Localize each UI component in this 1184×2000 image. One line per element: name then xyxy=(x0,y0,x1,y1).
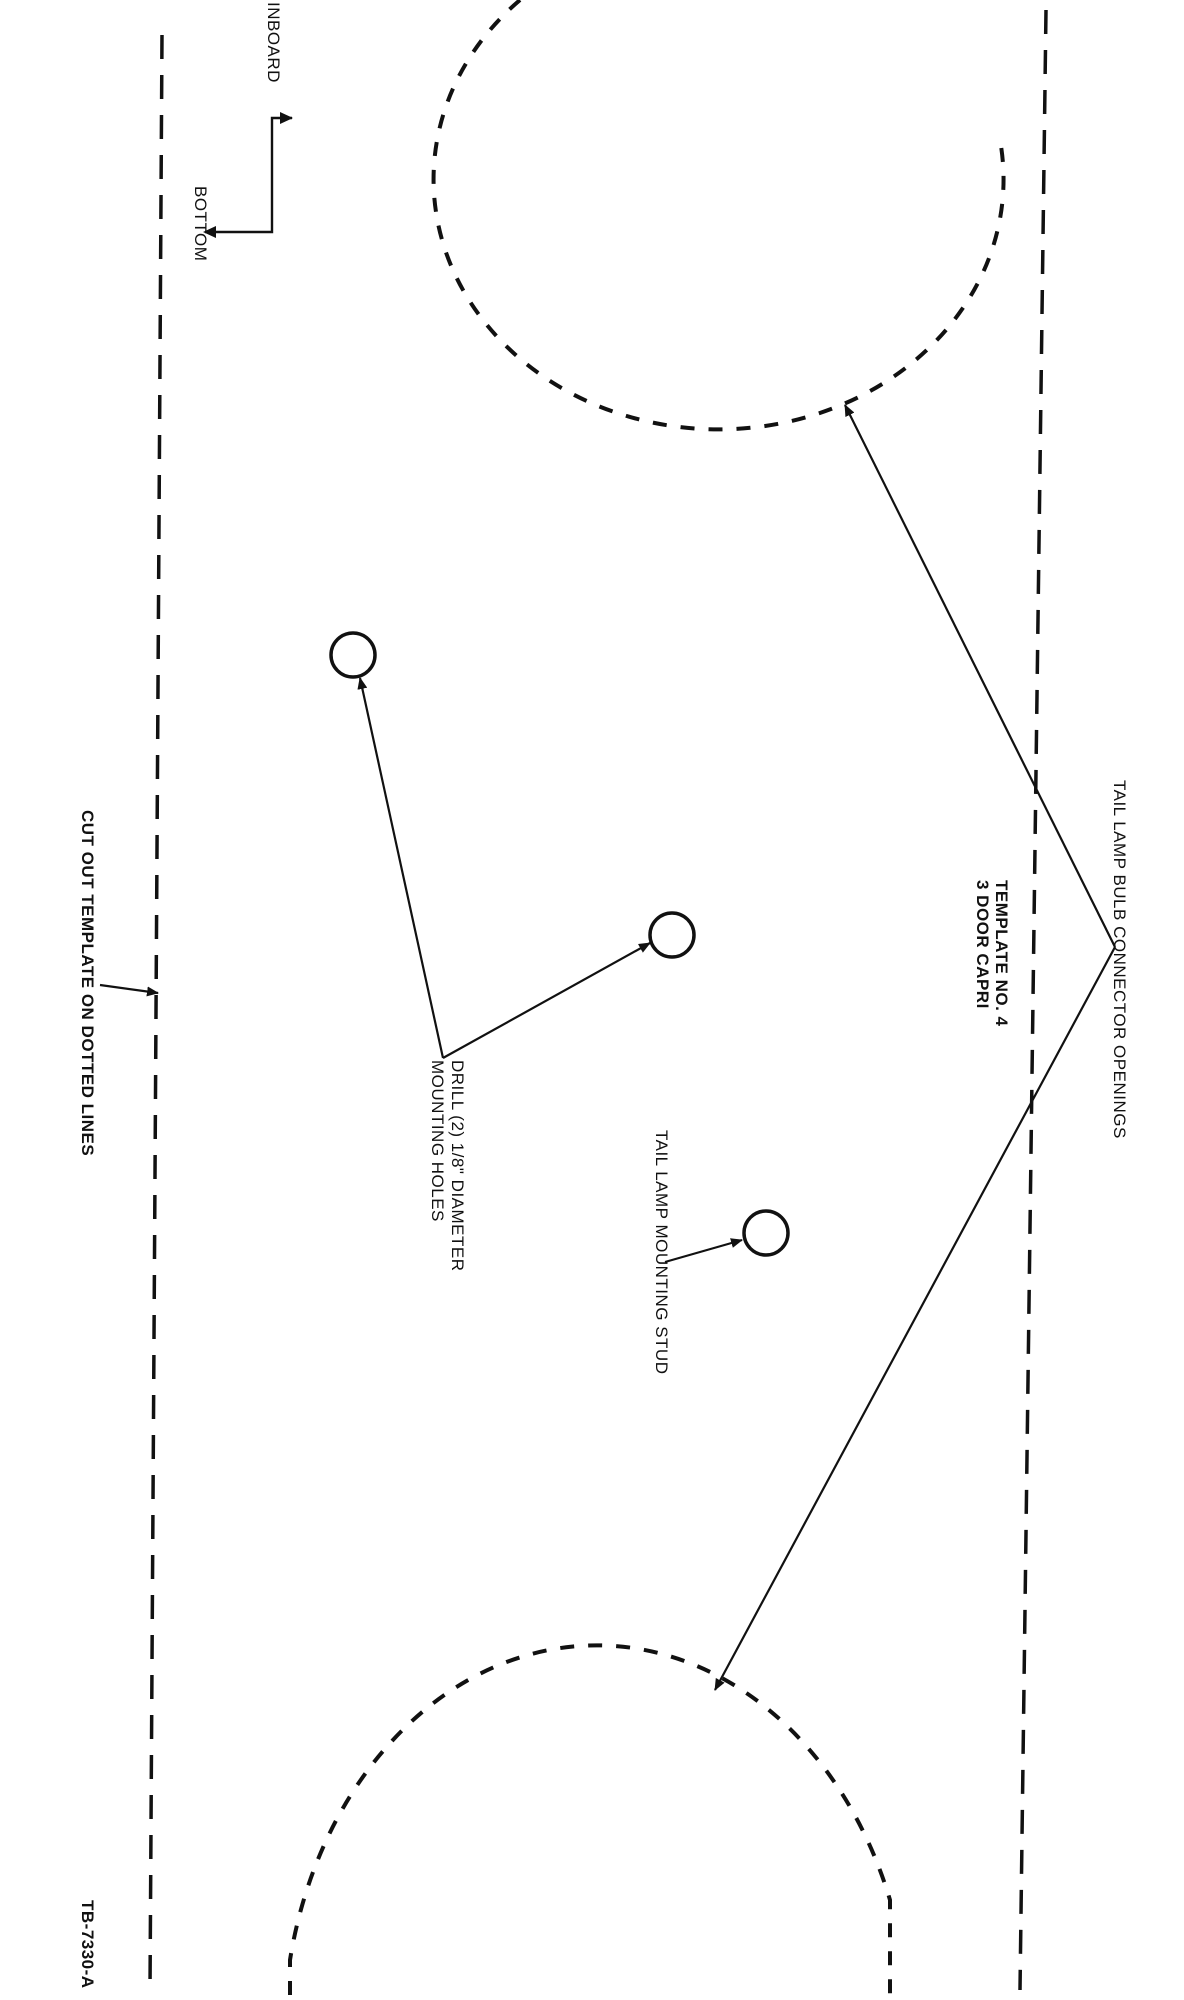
bulb-openings-label: TAIL LAMP BULB CONNECTOR OPENINGS xyxy=(1110,780,1129,1139)
bulb-connector-opening-bottom xyxy=(288,1643,892,1995)
bulb-connector-opening-top xyxy=(431,0,1006,432)
orientation-bracket xyxy=(205,116,292,234)
template-title-line1: TEMPLATE NO. 4 xyxy=(992,880,1011,1027)
stud-label: TAIL LAMP MOUNTING STUD xyxy=(652,1130,671,1375)
tail-lamp-mounting-stud xyxy=(742,1209,790,1257)
bottom-label: BOTTOM xyxy=(191,186,210,261)
mounting-hole-lower xyxy=(648,911,696,959)
cut-out-instruction: CUT OUT TEMPLATE ON DOTTED LINES xyxy=(78,810,97,1156)
bottom-arrowhead xyxy=(203,226,216,238)
inboard-label: INBOARD xyxy=(264,2,283,83)
cut-line-right xyxy=(1018,9,1048,1991)
drill-label-line1: DRILL (2) 1/8" DIAMETER xyxy=(448,1060,467,1272)
cut-line-left xyxy=(148,34,164,1991)
leader-drill-hole-upper xyxy=(357,677,445,1059)
mounting-hole-upper xyxy=(329,631,377,679)
leader-drill-hole-lower xyxy=(442,942,651,1059)
template-title-line2: 3 DOOR CAPRI xyxy=(973,880,992,1009)
leader-bulb-opening-bottom xyxy=(714,946,1116,1691)
drill-label-line2: MOUNTING HOLES xyxy=(428,1060,447,1222)
reference-code: TB-7330-A xyxy=(78,1900,97,1989)
leader-stud xyxy=(664,1238,743,1264)
leader-cut-line xyxy=(99,983,159,997)
leader-bulb-opening-top xyxy=(844,404,1116,948)
inboard-arrowhead xyxy=(280,112,293,124)
